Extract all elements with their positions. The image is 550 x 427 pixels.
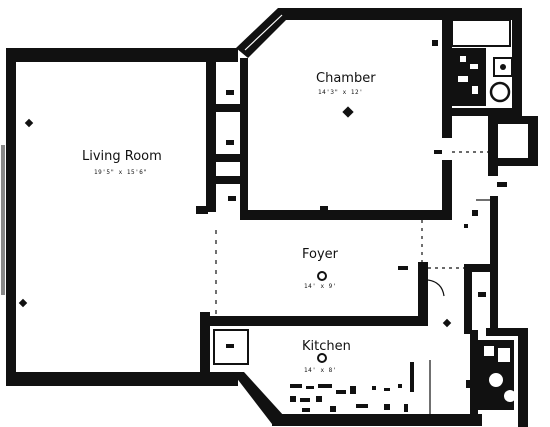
room-label-foyer: Foyer 14' x 9' <box>302 247 339 290</box>
wall-kitchen-right-edge <box>470 330 478 420</box>
room-label-living: Living Room 19'5" x 15'6" <box>82 149 162 176</box>
wall-left <box>6 48 16 386</box>
interior-walls <box>200 18 520 420</box>
bath-fixture-block <box>452 48 486 106</box>
closet-divider-2 <box>216 154 246 162</box>
room-name: Kitchen <box>302 339 351 354</box>
wall-top-chamber <box>278 8 520 20</box>
wall-closet-right-outer <box>490 196 498 336</box>
room-dimensions: 14' x 9' <box>304 283 337 290</box>
wall-kitchen-right <box>418 262 428 326</box>
room-label-chamber: Chamber 14'3" x 12' <box>316 71 376 96</box>
wall-chamber-right-lower <box>442 160 452 220</box>
wall-top-living <box>6 48 238 62</box>
wall-right-closet-bot <box>488 158 538 166</box>
bathtub <box>451 19 511 47</box>
wall-closet-right-side <box>464 264 472 334</box>
window-left <box>1 145 5 295</box>
wall-chamber-right <box>442 18 452 138</box>
wall-bath-bottom <box>442 108 520 116</box>
closet-col-right <box>240 58 248 218</box>
room-name: Foyer <box>302 247 339 262</box>
room-dimensions: 14' x 8' <box>304 367 337 374</box>
window-chamber-diagonal <box>244 14 283 51</box>
wall-right-lower-top <box>486 328 528 336</box>
room-dimensions: 19'5" x 15'6" <box>94 169 147 176</box>
wall-bath-right <box>512 8 522 118</box>
wall-living-right <box>206 62 216 212</box>
wall-right-closet-top <box>488 116 538 124</box>
kitchen-fixtures-right <box>478 340 516 410</box>
outlet-markers <box>18 40 507 388</box>
wall-chamber-bottom <box>240 210 452 220</box>
wall-right-lower <box>518 330 528 427</box>
room-name: Chamber <box>316 71 376 86</box>
kitchen-counters <box>213 329 414 412</box>
wall-right-closet <box>488 116 498 176</box>
wall-right-closet-2 <box>528 116 538 166</box>
wall-living-right-lower <box>200 312 210 382</box>
bathroom-fixtures <box>451 19 513 106</box>
toilet <box>489 81 511 103</box>
room-name: Living Room <box>82 149 162 164</box>
kitchen-appliances <box>290 362 414 412</box>
wall-kitchen-top <box>204 316 428 326</box>
closet-divider-1 <box>216 104 246 112</box>
wall-bottom-living <box>6 372 238 386</box>
room-dimensions: 14'3" x 12' <box>318 89 363 96</box>
wall-kitchen-diagonal <box>232 372 284 424</box>
wall-closet-right-top <box>464 264 498 272</box>
closet-divider-3 <box>216 176 246 184</box>
door-lines <box>215 151 492 414</box>
room-label-kitchen: Kitchen 14' x 8' <box>302 339 351 374</box>
wall-bottom-kitchen <box>272 414 482 426</box>
